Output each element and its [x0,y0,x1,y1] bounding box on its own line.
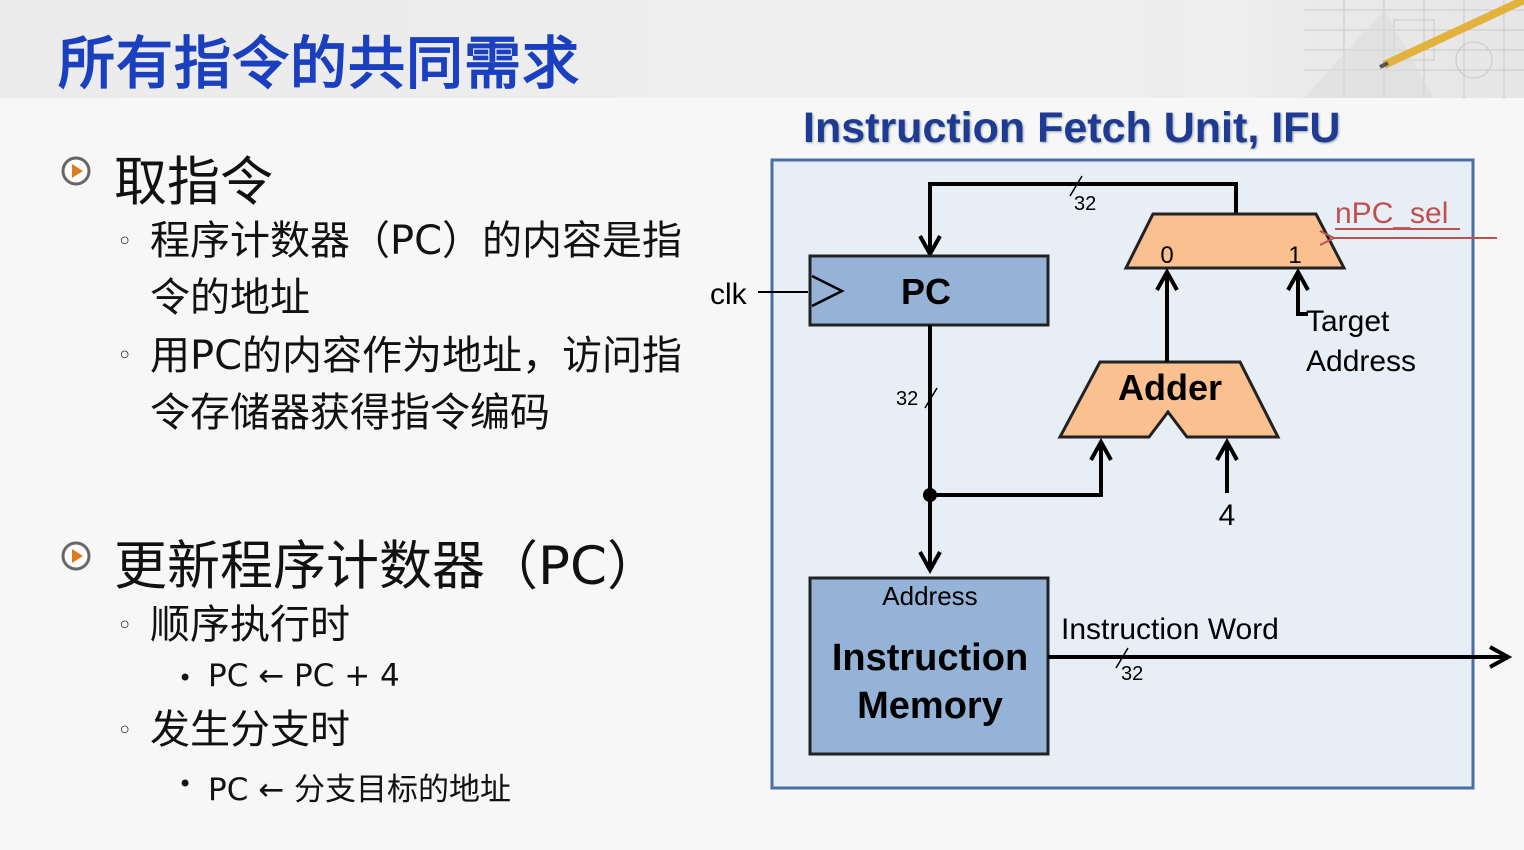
memory-label-line1: Instruction [832,637,1028,679]
pc-update-branch: PC ← 分支目标的地址 [208,772,512,808]
mux-input-1: 1 [1288,242,1301,269]
mux-input-0: 0 [1160,242,1173,269]
instruction-memory [808,576,1050,756]
pc-to-adder-wire [930,442,1101,497]
bullet-line: 令存储器获得指令编码 [150,390,550,436]
mux-to-pc-wire [930,182,1238,254]
adder-constant: 4 [1219,499,1236,532]
pc-register [808,254,1050,327]
bus-width-label: 32 [896,388,918,410]
sub-bullet: ◦ [117,611,133,641]
diagram-title: Instruction Fetch Unit, IFU [803,104,1341,152]
bus-width-label: 32 [1121,663,1143,685]
target-label-line2: Address [1306,345,1416,378]
target-to-mux-wire [1298,272,1308,316]
instruction-word-label: Instruction Word [1061,613,1279,646]
clock-triangle-icon [811,274,845,308]
bullet-text: 用PC的内容作为地址，访问指 令存储器获得指令编码 [150,328,682,442]
memory-address-port: Address [882,581,977,611]
pc-label: PC [901,271,951,312]
section-heading-fetch: 取指令 [114,152,273,213]
page-title: 所有指令的共同需求 [58,31,580,97]
bus-width-tick [1069,175,1083,197]
bullet-line: 程序计数器（PC）的内容是指 [150,218,683,264]
sub-bullet: ◦ [117,341,133,371]
bus-width-tick [1115,647,1129,669]
drafting-tools-decoration [1184,0,1524,98]
npc-sel-label: nPC_sel [1335,197,1448,230]
bullet-text: 顺序执行时 [150,602,350,648]
bus-width-tick [924,387,938,409]
bullet-line: 用PC的内容作为地址，访问指 [150,333,683,379]
adder-label: Adder [1118,367,1222,408]
sub-bullet: ◦ [117,227,133,257]
adder-block [1057,360,1281,439]
bullet-text: 程序计数器（PC）的内容是指 令的地址 [150,213,682,327]
sub-sub-bullet: • [178,770,193,798]
play-bullet-icon [61,156,91,186]
target-label-line1: Target [1306,305,1390,338]
sub-sub-bullet: • [178,664,193,692]
pc-update-sequential: PC ← PC + 4 [208,658,400,694]
section-heading-update-pc: 更新程序计数器（PC） [114,536,660,597]
bullet-text: 发生分支时 [150,707,350,753]
npc-mux [1123,212,1347,270]
memory-label-line2: Memory [857,685,1003,727]
clk-label: clk [710,278,748,311]
bus-width-label: 32 [1074,193,1096,215]
bullet-line: 令的地址 [150,275,310,321]
play-bullet-icon [61,541,91,571]
sub-bullet: ◦ [117,716,133,746]
